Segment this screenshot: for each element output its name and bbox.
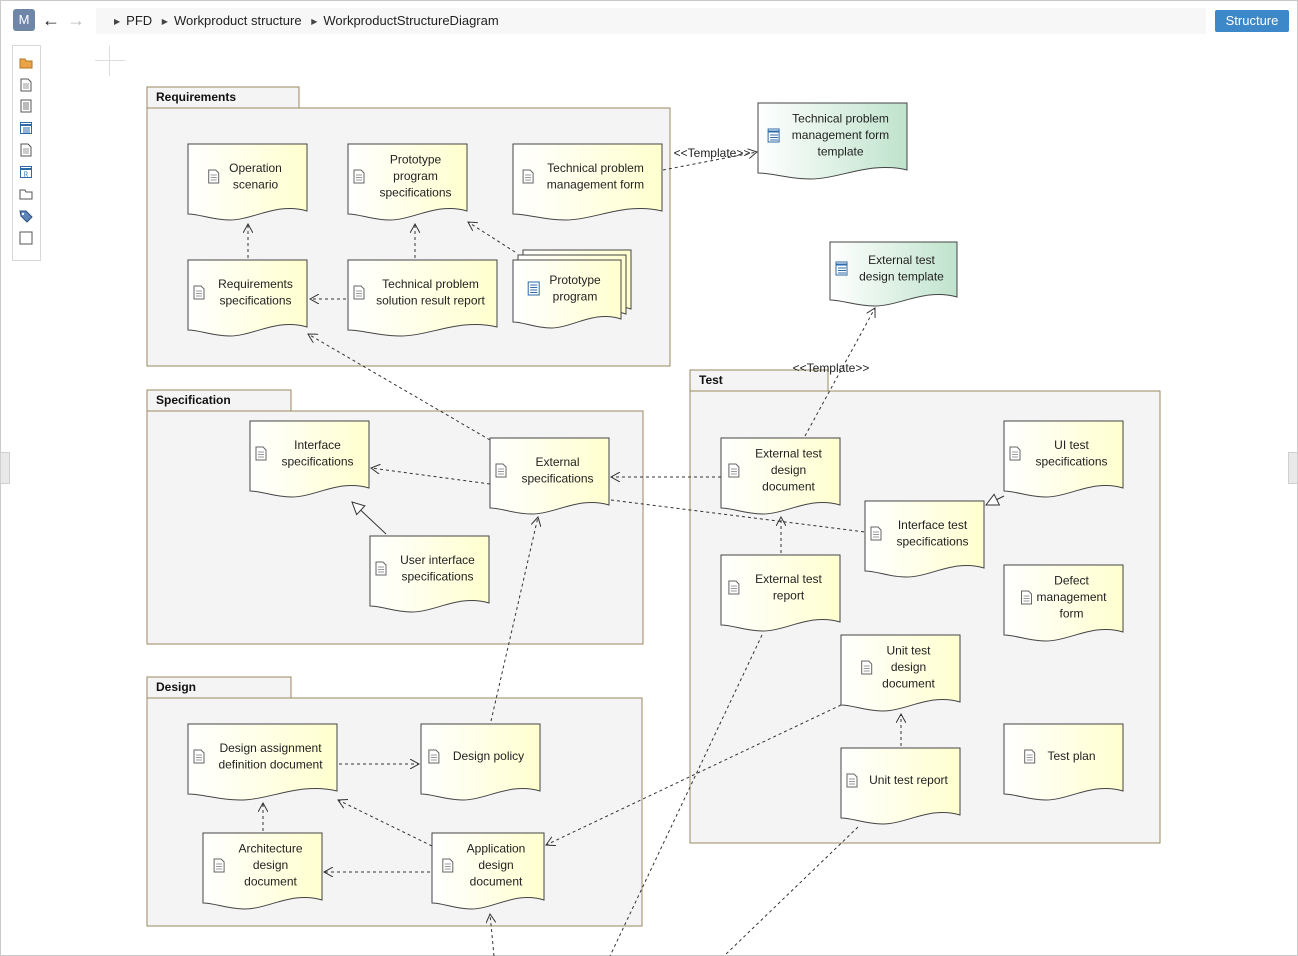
menu-button[interactable]: M xyxy=(13,9,35,31)
breadcrumb-item[interactable]: PFD xyxy=(126,13,153,28)
top-bar: M ← → ▶ PFD ▶ Workproduct structure ▶ Workp… xyxy=(0,0,1298,40)
origin-marker xyxy=(95,46,125,76)
chevron-right-icon: ▶ xyxy=(311,17,318,26)
package-icon[interactable] xyxy=(19,187,33,201)
structure-button[interactable]: Structure xyxy=(1215,10,1289,32)
collapse-left-handle[interactable] xyxy=(0,452,10,484)
table-document-icon[interactable] xyxy=(19,121,33,135)
tag-icon[interactable] xyxy=(19,209,33,223)
document-icon[interactable] xyxy=(19,78,33,92)
document-lines-icon[interactable] xyxy=(19,143,33,157)
document-list-icon[interactable] xyxy=(19,99,33,113)
svg-text:R: R xyxy=(24,171,29,179)
folder-icon[interactable] xyxy=(19,56,33,70)
rectangle-icon[interactable] xyxy=(19,231,33,245)
back-icon[interactable]: ← xyxy=(42,10,60,30)
collapse-right-handle[interactable] xyxy=(1288,452,1298,484)
breadcrumb-item[interactable]: WorkproductStructureDiagram xyxy=(323,13,499,28)
breadcrumb-item[interactable]: Workproduct structure xyxy=(173,13,302,28)
chevron-right-icon: ▶ xyxy=(161,17,168,26)
forward-icon[interactable]: → xyxy=(67,10,85,30)
reference-icon[interactable]: R xyxy=(19,165,33,179)
breadcrumb: ▶ PFD ▶ Workproduct structure ▶ Workproduct… xyxy=(96,8,1206,34)
tool-palette: R xyxy=(12,45,41,261)
chevron-right-icon: ▶ xyxy=(114,17,121,26)
